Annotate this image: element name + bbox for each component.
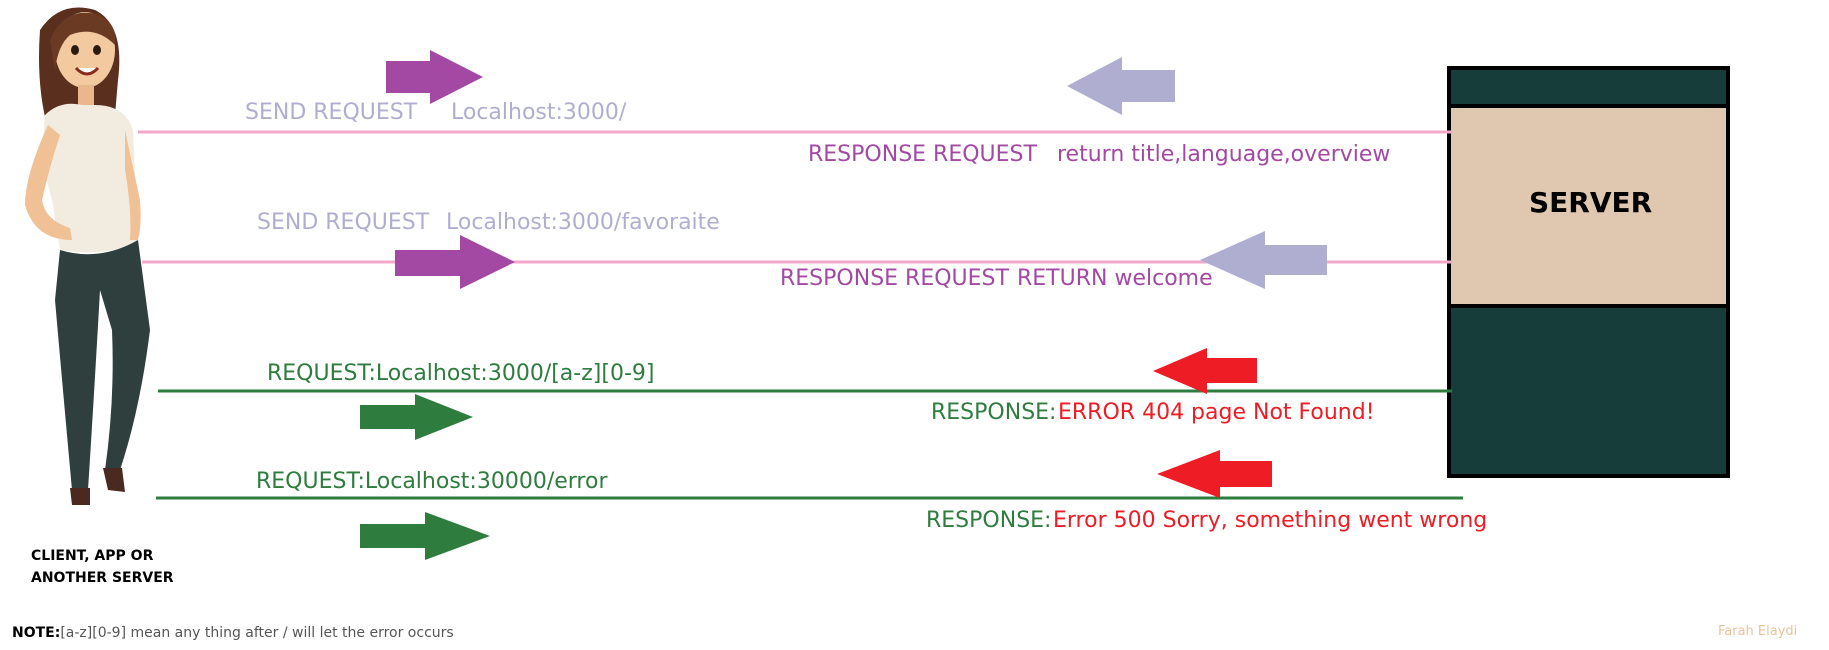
response-request-value: RETURN welcome: [1017, 266, 1213, 291]
send-request-label: SEND REQUEST: [245, 100, 418, 125]
send-request-label: SEND REQUEST: [257, 210, 430, 235]
response-request-value: return title,language,overview: [1057, 142, 1391, 167]
request-url-label: REQUEST:Localhost:3000/[a-z][0-9]: [267, 361, 655, 386]
send-request-url: Localhost:3000/: [451, 100, 627, 125]
arrow-left-icon: [1200, 231, 1327, 289]
response-label: RESPONSE:: [931, 400, 1057, 425]
arrow-right-icon: [360, 512, 490, 560]
arrow-right-icon: [360, 394, 473, 440]
author-signature: Farah Elaydi: [1718, 624, 1798, 639]
send-request-url: Localhost:3000/favoraite: [446, 210, 720, 235]
arrow-left-icon: [1067, 57, 1175, 115]
arrow-left-icon: [1157, 450, 1272, 498]
footnote-text: [a-z][0-9] mean any thing after / will l…: [60, 625, 454, 641]
arrow-right-icon: [386, 50, 483, 104]
arrow-left-icon: [1153, 348, 1257, 394]
client-caption-line2: ANOTHER SERVER: [31, 570, 174, 586]
response-error-500: Error 500 Sorry, something went wrong: [1053, 508, 1488, 533]
client-caption-line1: CLIENT, APP OR: [31, 548, 154, 564]
server-label: SERVER: [1529, 186, 1653, 219]
response-error-404: ERROR 404 page Not Found!: [1058, 400, 1375, 425]
response-request-label: RESPONSE REQUEST: [780, 266, 1009, 291]
client-woman-illustration: [25, 7, 150, 505]
arrow-right-icon: [395, 235, 515, 289]
server-box: [1447, 66, 1730, 478]
footnote: NOTE:[a-z][0-9] mean any thing after / w…: [12, 625, 454, 641]
response-label: RESPONSE:: [926, 508, 1052, 533]
request-url-label: REQUEST:Localhost:30000/error: [256, 469, 608, 494]
footnote-prefix: NOTE:: [12, 625, 61, 641]
response-request-label: RESPONSE REQUEST: [808, 142, 1037, 167]
